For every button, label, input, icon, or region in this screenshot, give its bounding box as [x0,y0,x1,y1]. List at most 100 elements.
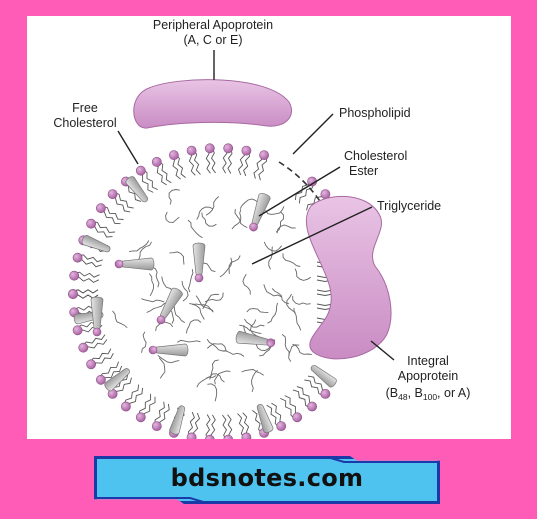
site-banner[interactable]: bdsnotes.com [94,456,440,504]
triglyceride-chain [288,344,300,362]
triglyceride-chain [181,280,189,302]
free-cholesterol [256,404,274,433]
phospholipid-tail [266,404,280,428]
phospholipid-unit [266,402,287,431]
triglyceride-chain [241,369,264,376]
label-peripheral-apoprotein: Peripheral Apoprotein [153,18,273,32]
phospholipid-head [307,401,317,412]
phospholipid-head [223,434,234,439]
triglyceride-chain [263,284,282,298]
triglyceride-chain [275,211,284,233]
triglyceride-chain [294,268,312,281]
triglyceride-chain [172,303,186,323]
phospholipid-head [186,145,197,156]
phospholipid-unit [78,334,108,353]
phospholipid-tail [304,379,324,397]
free-cholesterol [310,364,337,388]
triglyceride-chain [185,319,202,334]
phospholipid-tail [114,191,134,209]
phospholipid-tail [175,154,186,178]
cholesterol-ester [114,257,155,271]
triglyceride-chain [239,324,262,335]
phospholipid-unit [168,150,186,180]
triglyceride-chain [202,293,219,310]
label-cholesterol-ester-line2: Ester [349,164,378,178]
phospholipid-tail [92,220,116,233]
triglyceride-chain [188,269,194,293]
phospholipid-tail [258,155,268,181]
label-integral-line1: Integral [407,354,449,368]
triglyceride-chain [207,383,218,402]
phospholipid-tail [154,401,165,426]
ester-head [92,327,102,337]
triglyceride-chain [196,375,217,388]
triglyceride-chain [206,338,227,352]
phospholipid-tail [142,168,158,191]
ester-body [120,257,155,271]
triglyceride-chain [195,295,214,312]
phospholipid-head [204,434,215,439]
leader-line-free-cholesterol [117,130,139,165]
triglyceride-chain [146,302,169,313]
label-free-cholesterol-line1: Free [72,101,98,115]
free-cholesterol [81,235,111,253]
ester-body [192,242,206,277]
phospholipid-monolayer [68,143,356,439]
phospholipid-unit [96,361,123,385]
phospholipid-unit [86,348,114,370]
ester-body [154,343,189,357]
triglyceride-chain [292,295,311,305]
banner-box [94,456,440,504]
phospholipid-unit [186,145,201,176]
triglyceride-chain [267,302,278,324]
triglyceride-chain [141,298,165,303]
phospholipid-head [168,150,179,160]
phospholipid-head [69,270,80,281]
triglyceride-chain [292,343,312,355]
phospholipid-head [151,421,162,431]
triglyceride-chain [271,288,290,305]
cholesterol-ester [148,343,189,357]
triglyceride-chain [205,196,220,216]
triglyceride-chain [234,208,248,229]
phospholipid-head [121,401,131,412]
triglyceride-chain [286,293,296,313]
triglyceride-chain [155,321,174,332]
phospholipid-head [68,289,78,299]
triglyceride-chain [165,211,180,223]
lipoprotein-diagram: Peripheral Apoprotein (A, C or E) Free C… [53,18,471,439]
triglyceride-chain [196,206,214,220]
phospholipid-unit [135,393,156,423]
triglyceride-chain [246,308,269,313]
triglyceride-core [112,189,312,402]
triglyceride-chain [192,303,214,313]
label-cholesterol-ester-line1: Cholesterol [344,149,407,163]
phospholipid-tail [193,149,201,175]
label-integral-types: (B48, B100, or A) [386,386,471,402]
site-name-text[interactable]: bdsnotes.com [170,464,364,492]
triglyceride-chain [169,251,185,265]
triglyceride-chain [239,198,260,210]
phospholipid-tail [298,182,315,204]
triglyceride-chain [219,257,233,278]
phospholipid-unit [222,143,234,174]
triglyceride-chain [293,307,302,331]
phospholipid-head [135,412,146,423]
triglyceride-chain [263,241,283,252]
free-cholesterol [125,176,149,203]
triglyceride-chain [177,339,201,343]
triglyceride-chain [251,369,258,393]
phospholipid-tail [188,411,195,437]
triglyceride-chain [221,350,245,357]
phospholipid-unit [280,395,303,423]
phospholipid-unit [72,252,103,268]
ester-head [156,315,166,325]
triglyceride-chain [141,331,147,353]
phospholipid-tail [210,147,216,174]
phospholipid-tail [123,384,140,406]
phospholipid-unit [151,156,172,186]
phospholipid-head [78,342,89,353]
phospholipid-unit [204,143,216,174]
triglyceride-chain [214,370,231,385]
phospholipid-tail [280,397,296,420]
